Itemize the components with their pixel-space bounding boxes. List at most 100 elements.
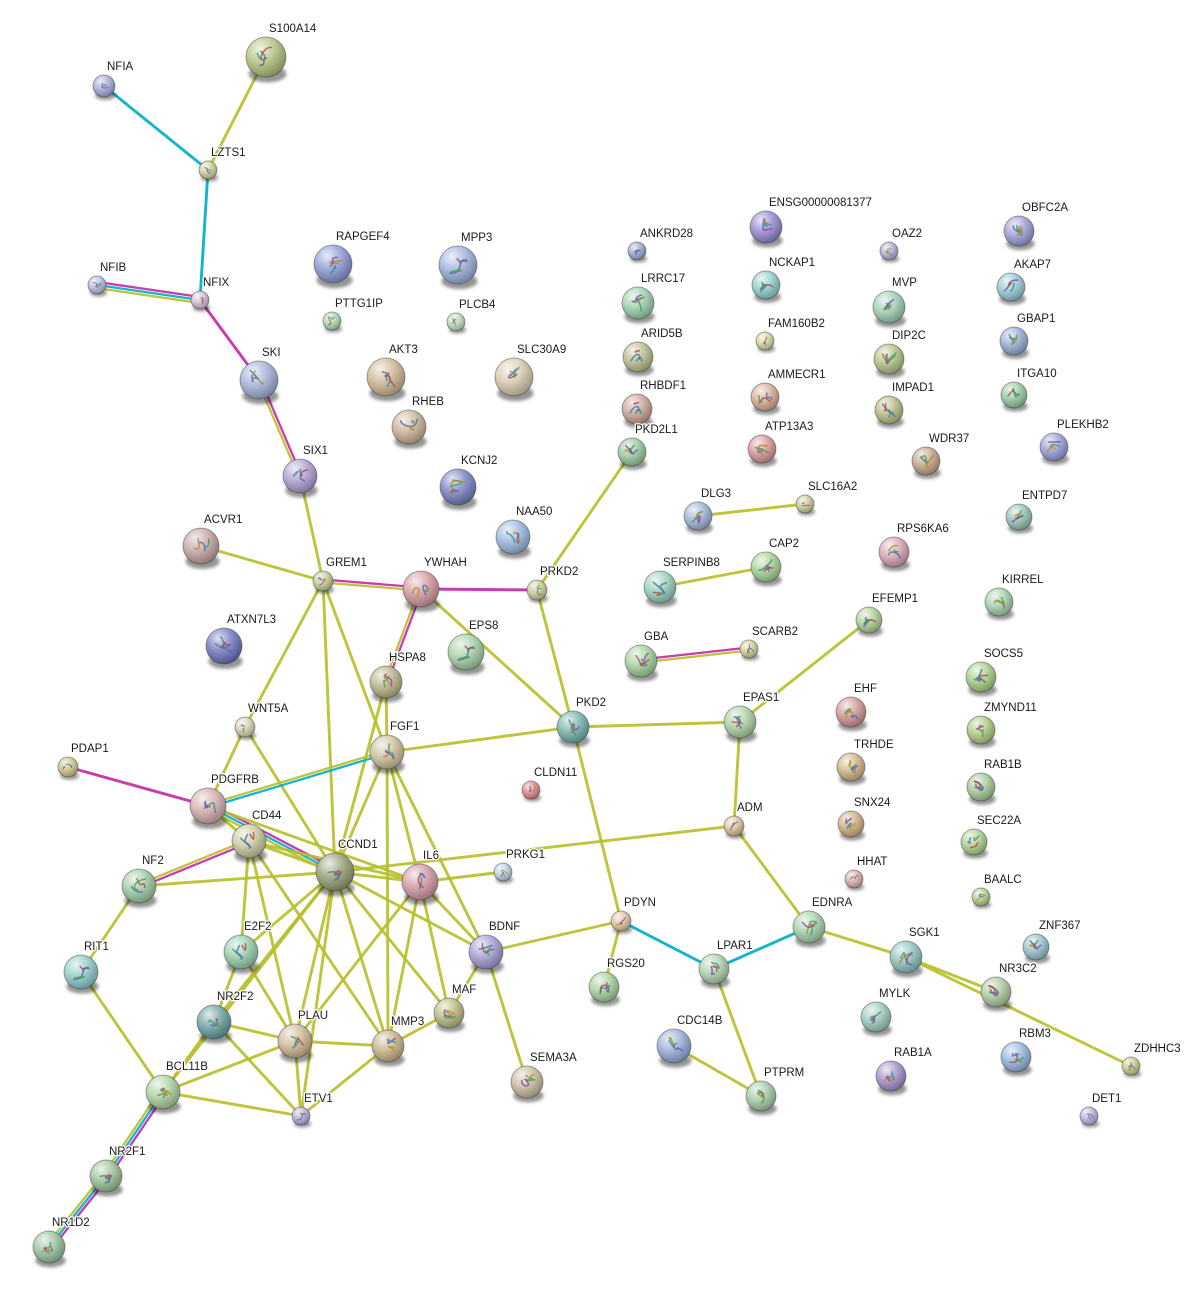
- node-ZDHHC3[interactable]: [1121, 1056, 1142, 1078]
- edge-NFIB-NFIX[interactable]: [95, 286, 201, 305]
- node-IMPAD1[interactable]: [874, 395, 904, 428]
- edge-PLAU-BCL11B[interactable]: [161, 1039, 297, 1094]
- node-EFEMP1[interactable]: [855, 606, 883, 637]
- node-SEC22A[interactable]: [960, 828, 988, 859]
- node-WNT5A[interactable]: [234, 716, 256, 740]
- edge-GREM1-FGF1[interactable]: [321, 579, 389, 754]
- node-HHAT[interactable]: [844, 869, 865, 891]
- protein-sphere[interactable]: [1000, 381, 1028, 409]
- node-ZNF367[interactable]: [1022, 933, 1050, 964]
- edge-FGF1-BDNF[interactable]: [385, 750, 488, 954]
- edge-FGF1-PKD2[interactable]: [385, 725, 575, 754]
- edge-CCND1-E2F2[interactable]: [239, 870, 337, 954]
- edge-GBA-SCARB2[interactable]: [640, 649, 751, 664]
- protein-sphere[interactable]: [960, 828, 988, 856]
- node-SKI[interactable]: [239, 360, 279, 405]
- node-LRRC17[interactable]: [621, 286, 655, 324]
- edge-RIT1-BCL11B[interactable]: [79, 970, 165, 1094]
- protein-sphere[interactable]: [795, 494, 815, 514]
- protein-sphere[interactable]: [63, 954, 99, 990]
- edge-NFIA-LZTS1[interactable]: [102, 84, 210, 172]
- protein-sphere[interactable]: [234, 716, 256, 738]
- edge-CCND1-BCL11B[interactable]: [161, 870, 337, 1094]
- edge-CAP2-SERPINB8[interactable]: [658, 565, 768, 589]
- edge-PDYN-PKD2[interactable]: [571, 725, 623, 923]
- node-RHEB[interactable]: [391, 409, 427, 449]
- protein-sphere[interactable]: [439, 468, 477, 506]
- node-FGF1[interactable]: [369, 734, 405, 774]
- node-NFIX[interactable]: [190, 290, 211, 312]
- edge-EDNRA-SGK1[interactable]: [807, 925, 908, 959]
- node-NF2[interactable]: [121, 868, 157, 908]
- edge-FGF1-IL6[interactable]: [385, 750, 422, 884]
- node-MMP3[interactable]: [371, 1029, 405, 1067]
- node-RGS20[interactable]: [588, 971, 620, 1007]
- protein-sphere[interactable]: [322, 311, 342, 331]
- node-GBAP1[interactable]: [999, 326, 1029, 359]
- node-DIP2C[interactable]: [873, 343, 905, 379]
- edge-HSPA8-CCND1[interactable]: [333, 680, 388, 874]
- protein-sphere[interactable]: [621, 393, 653, 425]
- protein-sphere[interactable]: [750, 382, 780, 412]
- protein-sphere[interactable]: [1000, 1041, 1032, 1073]
- edge-PDAP1-PDGFRB[interactable]: [66, 765, 210, 808]
- edge-CCND1-MMP3[interactable]: [333, 870, 390, 1048]
- protein-sphere[interactable]: [996, 272, 1026, 302]
- node-SIX1[interactable]: [282, 458, 318, 498]
- node-NR2F2[interactable]: [196, 1004, 232, 1044]
- node-GREM1[interactable]: [312, 570, 334, 594]
- node-S100A14[interactable]: [245, 36, 287, 83]
- node-ZMYND11[interactable]: [966, 715, 996, 748]
- node-EPS8[interactable]: [447, 633, 485, 675]
- node-CDC14B[interactable]: [656, 1028, 692, 1068]
- node-BCL11B[interactable]: [145, 1074, 181, 1114]
- edge-FGF1-PDGFRB[interactable]: [207, 752, 389, 809]
- node-TRHDE[interactable]: [836, 752, 866, 785]
- node-SLC30A9[interactable]: [494, 357, 534, 402]
- node-DLG3[interactable]: [683, 501, 713, 534]
- node-EPAS1[interactable]: [723, 705, 757, 743]
- node-NAA50[interactable]: [495, 519, 531, 559]
- protein-sphere[interactable]: [402, 570, 440, 608]
- node-MYLK[interactable]: [860, 1001, 892, 1037]
- node-NCKAP1[interactable]: [751, 270, 781, 303]
- protein-sphere[interactable]: [231, 823, 267, 859]
- edge-CCND1-MAF[interactable]: [333, 870, 451, 1015]
- node-ANKRD28[interactable]: [627, 241, 648, 263]
- node-PLAU[interactable]: [277, 1023, 313, 1063]
- edge-DLG3-SLC16A2[interactable]: [696, 502, 807, 518]
- edge-IL6-PLAU[interactable]: [293, 880, 422, 1043]
- protein-sphere[interactable]: [190, 290, 210, 310]
- edge-CD44-NF2[interactable]: [137, 838, 250, 886]
- protein-sphere[interactable]: [291, 1106, 311, 1126]
- node-KIRREL[interactable]: [984, 587, 1014, 620]
- node-E2F2[interactable]: [223, 934, 259, 974]
- protein-sphere[interactable]: [723, 815, 745, 837]
- protein-sphere[interactable]: [844, 869, 864, 889]
- edge-SGK1-ZDHHC3[interactable]: [904, 955, 1133, 1068]
- node-RAPGEF4[interactable]: [313, 244, 353, 289]
- node-NFIA[interactable]: [92, 74, 116, 100]
- protein-sphere[interactable]: [610, 910, 632, 932]
- protein-sphere[interactable]: [860, 1001, 892, 1033]
- edge-LPAR1-EDNRA[interactable]: [712, 925, 811, 971]
- protein-sphere[interactable]: [965, 661, 997, 693]
- node-RAB1B[interactable]: [966, 772, 996, 805]
- protein-sphere[interactable]: [369, 665, 403, 699]
- node-DET1[interactable]: [1079, 1106, 1100, 1128]
- node-ENTPD7[interactable]: [1005, 503, 1033, 534]
- node-RIT1[interactable]: [63, 954, 99, 994]
- node-SOCS5[interactable]: [965, 661, 997, 697]
- edge-YWHAH-PRKD2[interactable]: [419, 587, 539, 592]
- node-AMMECR1[interactable]: [750, 382, 780, 415]
- node-RAB1A[interactable]: [875, 1060, 907, 1096]
- node-PTPRM[interactable]: [745, 1080, 777, 1116]
- protein-sphere[interactable]: [624, 644, 658, 678]
- node-PTTG1IP[interactable]: [322, 311, 343, 333]
- node-LPAR1[interactable]: [698, 953, 730, 989]
- edge-YWHAH-PKD2[interactable]: [419, 587, 575, 729]
- node-AKT3[interactable]: [366, 357, 406, 402]
- edge-PRKD2-PKD2[interactable]: [535, 588, 575, 729]
- node-EDNRA[interactable]: [792, 910, 826, 948]
- edge-CCND1-BDNF[interactable]: [333, 870, 488, 954]
